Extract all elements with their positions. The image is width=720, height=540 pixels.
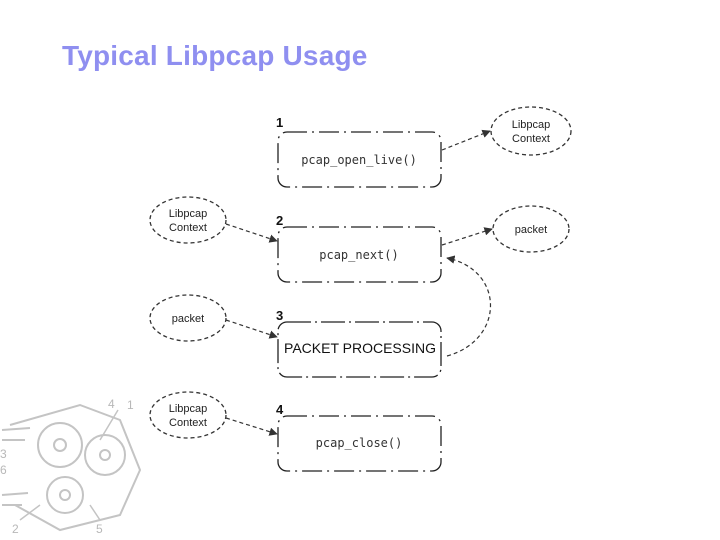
cloud-right-context-line1: Libpcap: [512, 119, 551, 131]
cloud-left-context-1-line1: Libpcap: [169, 208, 208, 220]
gear-label-3: 3: [0, 447, 7, 461]
arrow-packet-to-processing: [225, 319, 278, 339]
gear-label-2: 2: [12, 522, 19, 536]
cloud-left-context-2-line2: Context: [169, 417, 207, 429]
arrow-loop-processing-to-next: [446, 255, 492, 357]
step-box-close: [277, 415, 442, 472]
step-box-open-live: [277, 131, 442, 188]
cloud-left-context-1-line2: Context: [169, 222, 207, 234]
arrow-open-to-context: [441, 129, 491, 151]
slide-title: Typical Libpcap Usage: [62, 40, 368, 71]
step-call-open-live: pcap_open_live(): [301, 153, 417, 167]
cloud-left-packet-text: packet: [172, 313, 204, 325]
step-number-1: 1: [276, 115, 283, 130]
gear-label-5: 5: [96, 522, 103, 536]
arrow-next-to-packet: [441, 227, 493, 246]
step-number-2: 2: [276, 213, 283, 228]
gear-label-4: 4: [108, 397, 115, 411]
step-number-4: 4: [276, 402, 284, 417]
step-box-processing: [277, 321, 442, 378]
cloud-right-context-line2: Context: [512, 133, 550, 145]
gear-mechanism-decoration: [1, 403, 142, 532]
gear-label-6: 6: [0, 463, 7, 477]
cloud-right-packet: [492, 205, 570, 253]
cloud-left-context-1: [149, 196, 227, 244]
cloud-left-context-2: [149, 391, 227, 439]
step-box-next: [277, 226, 442, 283]
cloud-right-context: [490, 106, 572, 156]
arrow-context1-to-next: [225, 223, 278, 243]
step-call-close: pcap_close(): [316, 436, 403, 450]
cloud-left-packet: [149, 294, 227, 342]
step-call-next: pcap_next(): [319, 248, 398, 262]
gear-label-1: 1: [127, 398, 134, 412]
step-number-3: 3: [276, 308, 283, 323]
cloud-right-packet-text: packet: [515, 224, 547, 236]
arrow-context2-to-close: [225, 417, 278, 436]
cloud-left-context-2-line1: Libpcap: [169, 403, 208, 415]
step-call-processing: PACKET PROCESSING: [284, 340, 436, 356]
